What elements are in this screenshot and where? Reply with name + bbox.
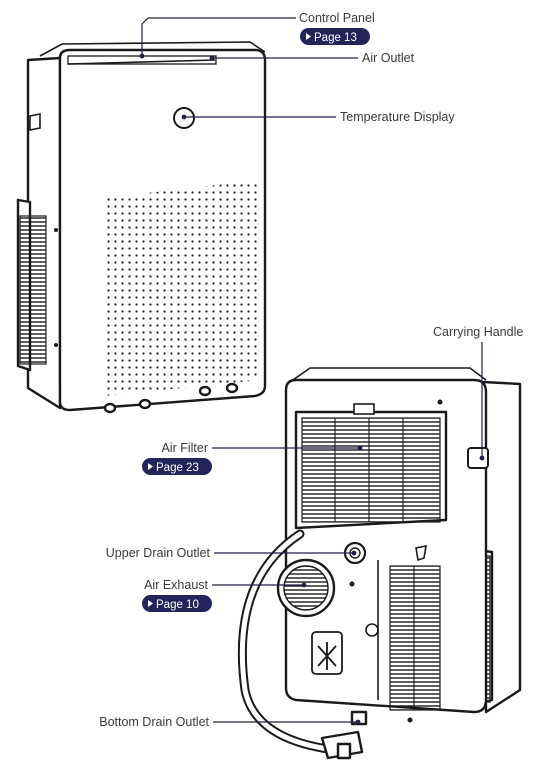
label-air-filter: Air Filter: [161, 441, 208, 455]
label-upper-drain-outlet: Upper Drain Outlet: [106, 546, 211, 560]
label-control-panel: Control Panel: [299, 11, 375, 25]
front-unit-illustration: [18, 42, 265, 412]
air-filter-grille: [302, 418, 440, 522]
label-air-outlet: Air Outlet: [362, 51, 415, 65]
label-carrying-handle: Carrying Handle: [433, 325, 523, 339]
air-exhaust-page-text: Page 10: [156, 599, 199, 611]
control-panel-page-link[interactable]: Page 13: [300, 28, 370, 45]
front-dotted-grille: [104, 180, 260, 396]
label-bottom-drain-outlet: Bottom Drain Outlet: [99, 715, 209, 729]
back-lower-grille: [390, 566, 440, 710]
air-filter-page-link[interactable]: Page 23: [142, 458, 212, 475]
side-vent: [20, 216, 46, 364]
label-air-exhaust: Air Exhaust: [144, 578, 208, 592]
label-temperature-display: Temperature Display: [340, 110, 455, 124]
control-panel-page-text: Page 13: [314, 32, 357, 44]
air-exhaust-page-link[interactable]: Page 10: [142, 595, 212, 612]
back-unit-illustration: [242, 368, 520, 758]
air-filter-page-text: Page 23: [156, 462, 199, 474]
carrying-handle-slot: [468, 448, 488, 468]
